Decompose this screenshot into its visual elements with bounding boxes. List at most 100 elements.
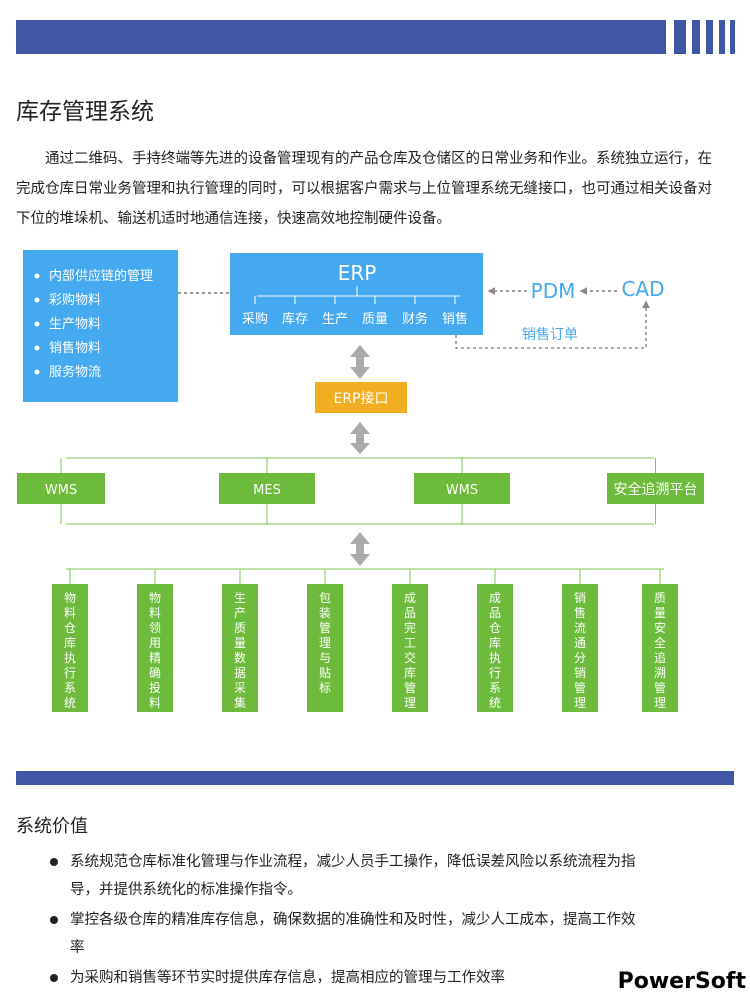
module-label-char: 量 — [654, 606, 666, 620]
module-label-char: 执 — [64, 651, 76, 665]
module-label-char: 仓 — [489, 621, 501, 635]
header-stripe — [719, 20, 725, 54]
intro-paragraph: 通过二维码、手持终端等先进的设备管理现有的产品仓库及仓储区的日常业务和作业。系统… — [16, 151, 712, 227]
module-box — [392, 584, 428, 712]
erp-module-label: 销售 — [442, 311, 468, 327]
module-label-char: 统 — [489, 696, 501, 710]
module-label-char: 成 — [404, 591, 416, 605]
header-stripe — [692, 20, 700, 54]
section-title: 系统价值 — [16, 816, 88, 837]
module-label-char: 理 — [404, 696, 416, 710]
module-label-char: 库 — [404, 665, 416, 680]
module-label-char: 包 — [319, 591, 331, 605]
system-label: WMS — [45, 483, 77, 498]
module-label-char: 用 — [149, 636, 161, 650]
module-label-char: 集 — [234, 695, 246, 710]
erp-module-label: 采购 — [242, 311, 268, 327]
supply-list-item: 彩购物料 — [49, 292, 101, 308]
module-label-char: 通 — [574, 636, 586, 650]
brand-logo: PowerSoft — [617, 969, 746, 994]
sales-order-label: 销售订单 — [522, 327, 578, 343]
module-label-char: 理 — [574, 696, 586, 710]
module-label-char: 售 — [574, 605, 586, 620]
bullet-icon — [34, 273, 40, 279]
module-label-char: 据 — [234, 666, 246, 680]
module-label-char: 采 — [234, 681, 246, 695]
value-item: 系统规范仓库标准化管理与作业流程，减少人员手工操作，降低误差风险以系统流程为指导… — [48, 848, 648, 904]
module-label-char: 管 — [654, 680, 666, 695]
system-box — [414, 473, 510, 504]
module-label-char: 销 — [574, 591, 586, 605]
erp-label: ERP — [338, 261, 377, 285]
module-label-char: 料 — [149, 606, 161, 620]
module-box — [477, 584, 513, 712]
module-label-char: 装 — [319, 606, 331, 620]
module-label-char: 物 — [64, 591, 76, 605]
system-box — [219, 473, 315, 504]
module-label-char: 领 — [149, 621, 161, 635]
module-label-char: 统 — [64, 696, 76, 710]
module-label-char: 库 — [64, 635, 76, 650]
system-label: 安全追溯平台 — [614, 481, 698, 498]
module-label-char: 仓 — [64, 621, 76, 635]
module-label-char: 追 — [654, 650, 666, 665]
module-label-char: 与 — [319, 651, 331, 665]
double-arrow — [350, 532, 370, 566]
module-label-char: 完 — [404, 620, 416, 635]
module-label-char: 质 — [234, 621, 246, 635]
header-stripe — [674, 20, 686, 54]
module-label-char: 理 — [319, 636, 331, 650]
header-stripe — [730, 20, 735, 54]
erp-module-list: 采购库存生产质量财务销售 — [242, 296, 468, 327]
header-stripe — [706, 20, 713, 54]
module-label-char: 物 — [149, 591, 161, 605]
module-box — [52, 584, 88, 712]
module-label-char: 质 — [654, 591, 666, 605]
supply-list-item: 内部供应链的管理 — [49, 268, 153, 284]
module-label-char: 销 — [574, 666, 586, 680]
module-label-char: 系 — [489, 681, 501, 695]
module-label-char: 系 — [64, 681, 76, 695]
module-label-char: 工 — [404, 636, 416, 650]
cad-label: CAD — [621, 277, 664, 301]
module-label-char: 贴 — [319, 666, 331, 680]
header-bar — [16, 20, 666, 54]
module-label-char: 安 — [654, 620, 666, 635]
module-label-char: 数 — [234, 650, 246, 665]
bullet-icon — [34, 321, 40, 327]
module-label-char: 交 — [404, 650, 416, 665]
module-box — [137, 584, 173, 712]
module-label-char: 理 — [654, 696, 666, 710]
double-arrow — [350, 422, 370, 454]
architecture-diagram: 内部供应链的管理彩购物料生产物料销售物料服务物流 ERP 采购库存生产质量财务销… — [17, 250, 704, 712]
module-label-char: 行 — [489, 666, 501, 680]
module-box — [642, 584, 678, 712]
erp-interface-label: ERP接口 — [333, 390, 388, 407]
page-title: 库存管理系统 — [16, 99, 154, 125]
module-label-char: 投 — [149, 680, 161, 695]
bullet-icon — [34, 345, 40, 351]
module-label-char: 精 — [149, 651, 161, 665]
system-box — [607, 473, 704, 504]
bullet-icon — [34, 369, 40, 375]
system-label: WMS — [446, 483, 478, 498]
value-list: 系统规范仓库标准化管理与作业流程，减少人员手工操作，降低误差风险以系统流程为指导… — [48, 848, 648, 994]
supply-chain-box — [23, 250, 178, 402]
module-label-char: 管 — [319, 620, 331, 635]
erp-module-label: 质量 — [362, 312, 388, 327]
module-label-char: 分 — [574, 651, 586, 665]
erp-module-label: 生产 — [322, 312, 348, 327]
erp-interface-box — [315, 382, 407, 413]
supply-list-item: 服务物流 — [49, 364, 101, 380]
module-box — [307, 584, 343, 712]
module-label-char: 管 — [404, 680, 416, 695]
sales-order-loop — [455, 300, 650, 349]
module-label-char: 标 — [319, 681, 331, 695]
module-label-char: 品 — [489, 606, 501, 620]
module-label-char: 成 — [489, 591, 501, 605]
module-label-char: 料 — [64, 606, 76, 620]
module-label-char: 料 — [149, 696, 161, 710]
system-label: MES — [253, 483, 281, 498]
supply-list-item: 生产物料 — [49, 317, 101, 332]
